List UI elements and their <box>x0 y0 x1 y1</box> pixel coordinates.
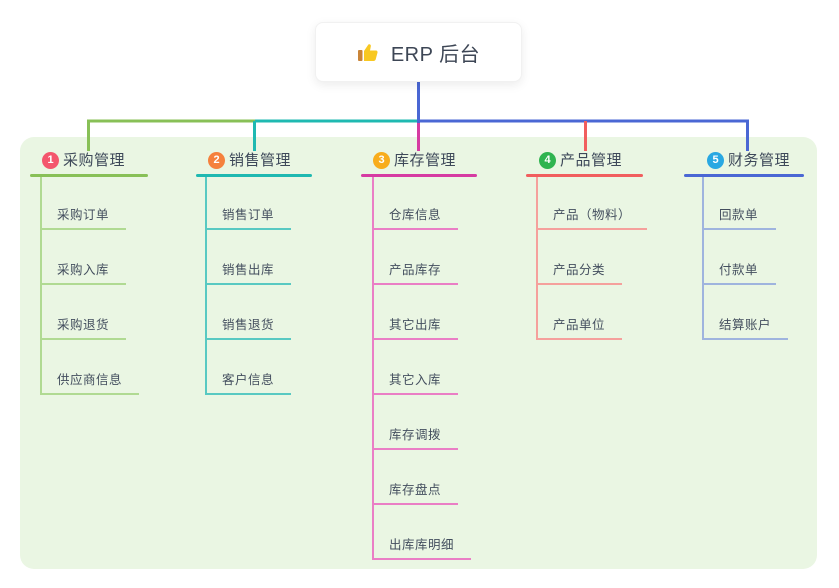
branch-2-child-1[interactable]: 销售订单 <box>222 208 275 222</box>
branch-5-label[interactable]: 财务管理 <box>728 152 791 169</box>
branch-3-child-connector <box>372 177 374 560</box>
branch-2-child-4-underline <box>205 393 291 395</box>
branch-5-child-2-underline <box>702 283 776 285</box>
branch-4-child-3-underline <box>536 338 622 340</box>
branch-1-child-connector <box>40 177 42 395</box>
branch-2-child-4[interactable]: 客户信息 <box>222 373 275 387</box>
branches-panel <box>20 137 817 569</box>
branch-3-child-2-underline <box>372 283 458 285</box>
branch-3-child-3[interactable]: 其它出库 <box>389 318 442 332</box>
branch-3-badge: 3 <box>373 152 390 169</box>
branch-4-child-2-underline <box>536 283 622 285</box>
branch-1-child-4[interactable]: 供应商信息 <box>57 373 123 387</box>
branch-4-child-2[interactable]: 产品分类 <box>553 263 606 277</box>
branch-5-child-1-underline <box>702 228 776 230</box>
root-node[interactable]: ERP 后台 <box>315 22 522 82</box>
branch-2-child-connector <box>205 177 207 395</box>
branch-1-child-2[interactable]: 采购入库 <box>57 263 110 277</box>
branch-2-underline <box>196 174 312 177</box>
branch-5-child-2[interactable]: 付款单 <box>719 263 759 277</box>
branch-5-child-1[interactable]: 回款单 <box>719 208 759 222</box>
branch-3-child-4-underline <box>372 393 458 395</box>
branch-3-child-7-underline <box>372 558 471 560</box>
branch-4-badge: 4 <box>539 152 556 169</box>
branch-1-child-2-underline <box>40 283 126 285</box>
branch-5-badge: 5 <box>707 152 724 169</box>
branch-5-child-3[interactable]: 结算账户 <box>719 318 772 332</box>
branch-1-badge: 1 <box>42 152 59 169</box>
branch-3-child-5[interactable]: 库存调拨 <box>389 428 442 442</box>
branch-3-child-7[interactable]: 出库库明细 <box>389 538 455 552</box>
branch-2-child-3[interactable]: 销售退货 <box>222 318 275 332</box>
branch-2-label[interactable]: 销售管理 <box>229 152 292 169</box>
branch-5-child-3-underline <box>702 338 788 340</box>
thumbs-up-icon <box>357 40 381 64</box>
branch-4-child-1[interactable]: 产品（物料） <box>553 208 632 222</box>
branch-3-child-5-underline <box>372 448 458 450</box>
branch-3-child-1[interactable]: 仓库信息 <box>389 208 442 222</box>
branch-2-child-1-underline <box>205 228 291 230</box>
branch-1-child-3-underline <box>40 338 126 340</box>
branch-1-child-4-underline <box>40 393 139 395</box>
branch-4-underline <box>526 174 643 177</box>
branch-3-child-2[interactable]: 产品库存 <box>389 263 442 277</box>
branch-2-child-3-underline <box>205 338 291 340</box>
branch-3-child-6[interactable]: 库存盘点 <box>389 483 442 497</box>
branch-1-child-1-underline <box>40 228 126 230</box>
branch-1-child-3[interactable]: 采购退货 <box>57 318 110 332</box>
branch-3-child-3-underline <box>372 338 458 340</box>
branch-3-child-6-underline <box>372 503 458 505</box>
branch-4-child-1-underline <box>536 228 647 230</box>
branch-2-badge: 2 <box>208 152 225 169</box>
branch-4-child-connector <box>536 177 538 340</box>
branch-3-underline <box>361 174 477 177</box>
branch-4-label[interactable]: 产品管理 <box>560 152 623 169</box>
branch-1-child-1[interactable]: 采购订单 <box>57 208 110 222</box>
branch-1-underline <box>30 174 148 177</box>
branch-3-child-4[interactable]: 其它入库 <box>389 373 442 387</box>
branch-5-child-connector <box>702 177 704 340</box>
branch-3-label[interactable]: 库存管理 <box>394 152 457 169</box>
branch-2-child-2-underline <box>205 283 291 285</box>
branch-3-child-1-underline <box>372 228 458 230</box>
root-title: ERP 后台 <box>390 43 481 66</box>
branch-5-underline <box>684 174 804 177</box>
branch-4-child-3[interactable]: 产品单位 <box>553 318 606 332</box>
branch-2-child-2[interactable]: 销售出库 <box>222 263 275 277</box>
branch-1-label[interactable]: 采购管理 <box>63 152 126 169</box>
